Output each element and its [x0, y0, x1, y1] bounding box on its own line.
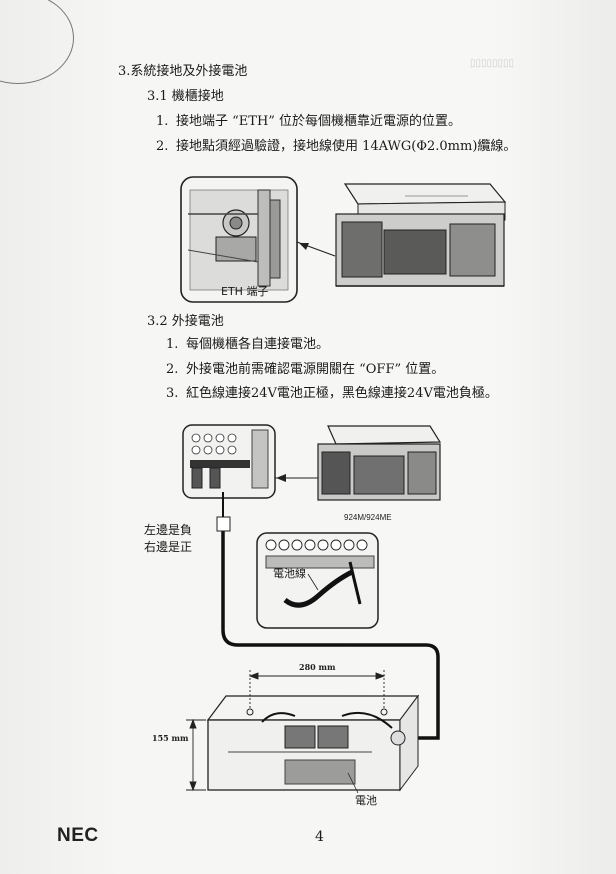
- grounding-item-2: 接地點須經過驗證，接地線使用 14AWG(Φ2.0mm)纜線。: [176, 139, 517, 154]
- section-heading: 3.系統接地及外接電池: [118, 64, 248, 79]
- bleed-through-text: ▯▯▯▯▯▯▯▯: [470, 58, 515, 69]
- cabinet-unit-1: [335, 183, 507, 287]
- width-dimension-label: 280 mm: [299, 662, 336, 672]
- pointer-arrowhead: [299, 243, 309, 250]
- battery-terminal-closeup: [182, 424, 276, 499]
- battery-item-3: 紅色線連接24V電池正極，黑色線連接24V電池負極。: [186, 386, 498, 401]
- battery-box: [206, 694, 420, 792]
- grounding-item-1: 接地端子 “ETH” 位於每個機櫃靠近電源的位置。: [176, 114, 462, 129]
- battery-item-2-num: 2.: [166, 362, 179, 377]
- connector-plug: [216, 516, 231, 532]
- battery-item-3-num: 3.: [166, 386, 179, 401]
- battery-item-2: 外接電池前需確認電源開關在 “OFF” 位置。: [186, 362, 445, 377]
- model-label: 924M/924ME: [344, 513, 392, 522]
- subsection-title-battery: 3.2 外接電池: [147, 314, 224, 329]
- page-number: 4: [315, 829, 324, 845]
- battery-cable: [221, 530, 440, 740]
- height-dimension-label: 155 mm: [152, 733, 189, 743]
- nec-logo: NEC: [57, 825, 99, 846]
- eth-terminal-closeup: [180, 176, 298, 303]
- eth-terminal-label: ETH 端子: [221, 285, 269, 298]
- battery-label: 電池: [355, 794, 377, 807]
- battery-item-1: 每個機櫃各自連接電池。: [186, 337, 330, 352]
- cabinet-unit-2: [317, 425, 442, 501]
- width-dimension: [248, 670, 386, 708]
- grounding-item-1-num: 1.: [156, 114, 169, 129]
- battery-item-1-num: 1.: [166, 337, 179, 352]
- polarity-left-label: 左邊是負: [144, 523, 193, 537]
- subsection-title-grounding: 3.1 機櫃接地: [147, 89, 224, 104]
- polarity-right-label: 右邊是正: [144, 540, 193, 554]
- battery-cable-closeup: [256, 532, 379, 629]
- battery-cable-label: 電池線: [273, 567, 306, 580]
- pointer-arrowhead: [276, 474, 286, 482]
- grounding-item-2-num: 2.: [156, 139, 169, 154]
- height-dimension: [186, 718, 206, 792]
